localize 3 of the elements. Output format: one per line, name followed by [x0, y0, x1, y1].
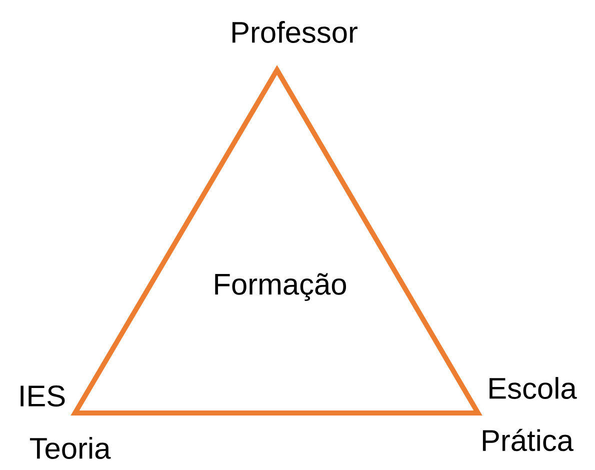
- vertex-label: Professor: [232, 21, 358, 43]
- vertex-label: Prática: [482, 428, 574, 452]
- vertex-label: Teoria: [30, 437, 111, 459]
